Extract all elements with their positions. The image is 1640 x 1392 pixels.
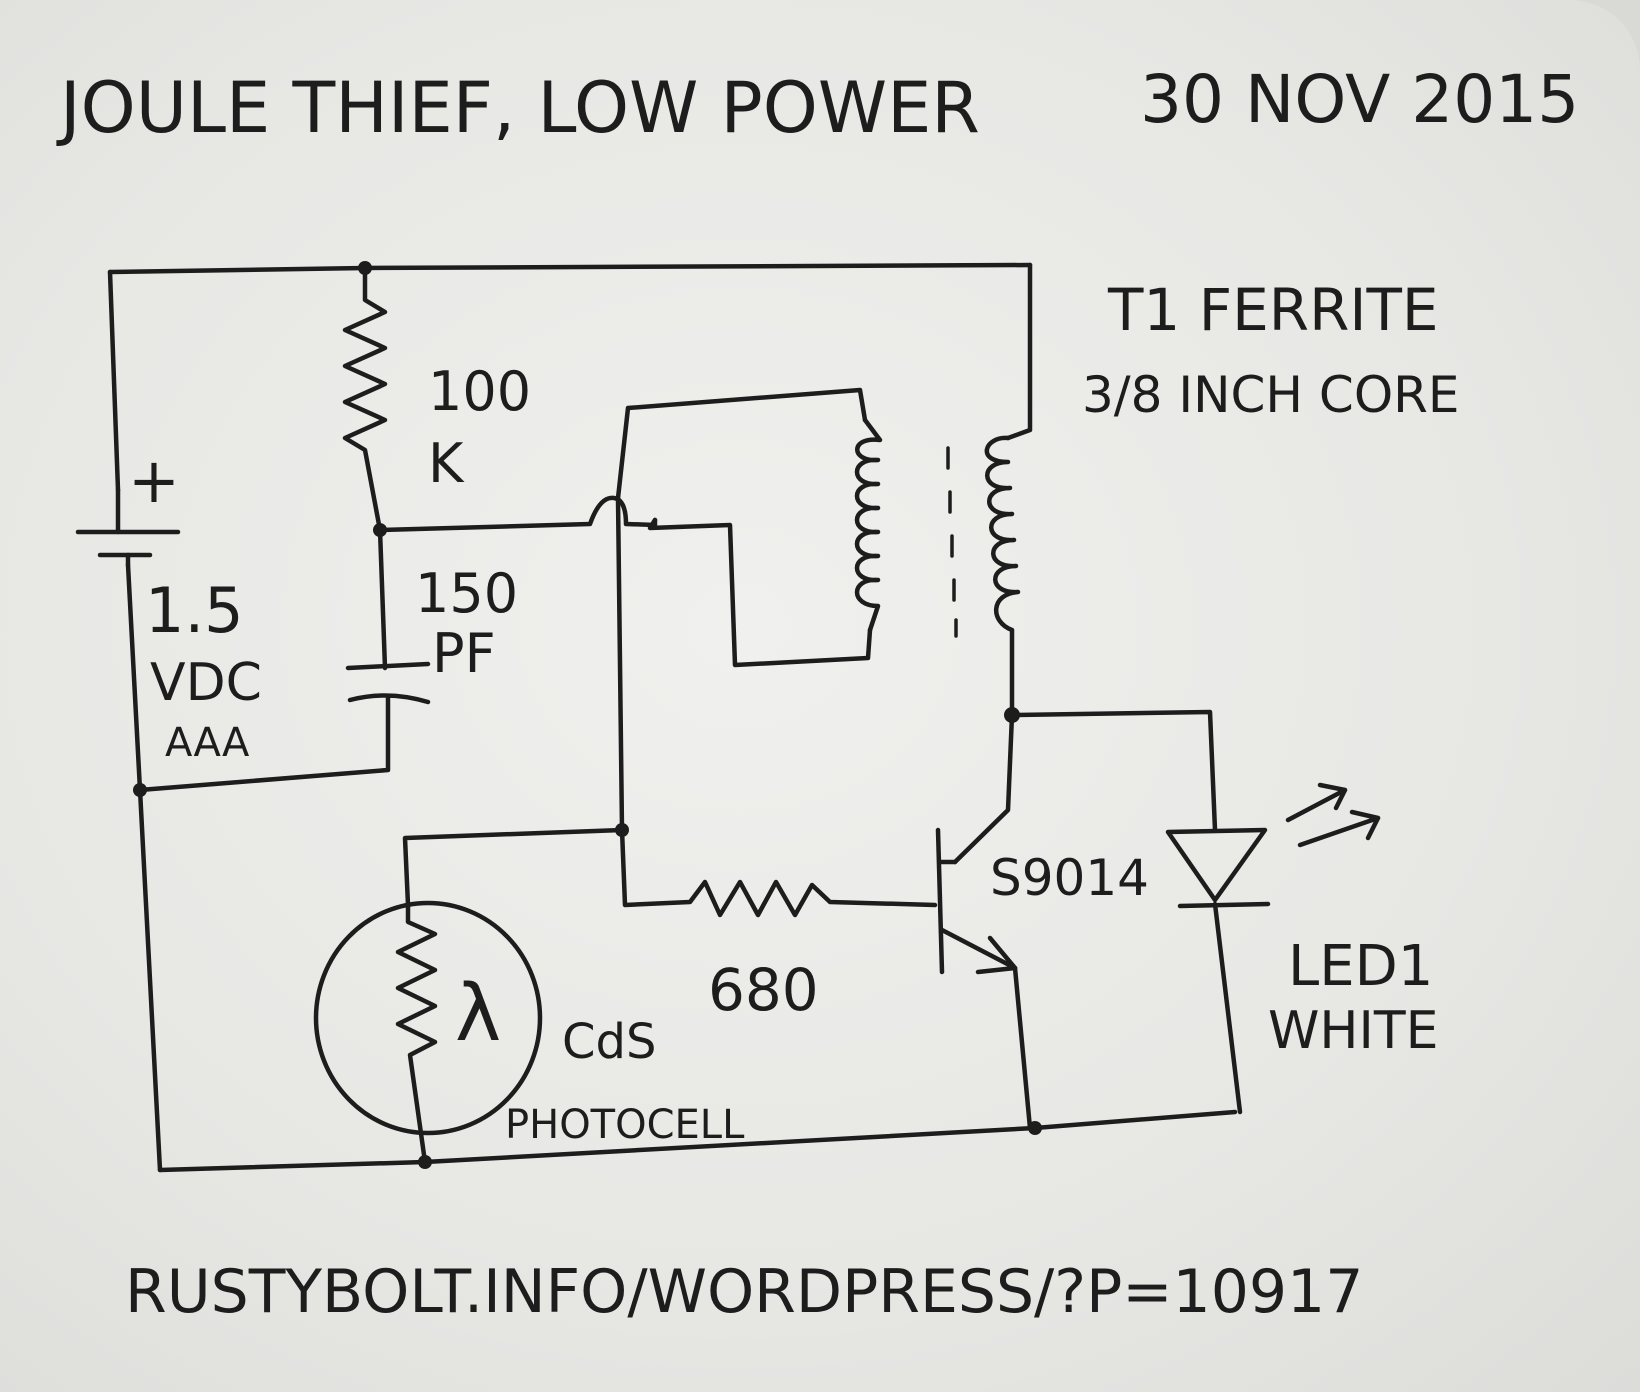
transformer-label-line2: 3/8 INCH CORE xyxy=(1082,366,1460,424)
wire-collector-to-transistor xyxy=(952,712,1015,865)
coil-primary-winding xyxy=(984,435,1021,718)
capacitor-unit: PF xyxy=(432,622,496,685)
wire-feedback-down xyxy=(615,495,625,833)
led-label-line2: WHITE xyxy=(1268,1001,1438,1061)
led-light-arrows xyxy=(1285,782,1381,848)
resistor-680-symbol xyxy=(619,827,938,918)
wire-to-photocell xyxy=(402,827,625,908)
battery-unit-label: VDC xyxy=(150,653,262,713)
capacitor-150pf-symbol xyxy=(137,527,431,793)
diagram-date: 30 NOV 2015 xyxy=(1140,61,1579,138)
battery-symbol xyxy=(75,487,181,568)
battery-type-label: AAA xyxy=(165,720,250,766)
wire-bottom-rail xyxy=(157,1109,1238,1173)
coil-feedback-winding xyxy=(854,417,883,633)
junction-left-node xyxy=(133,783,147,797)
wire-feedback-loop xyxy=(647,517,873,668)
junction-emitter-node xyxy=(1028,1121,1042,1135)
wire-bias-to-feedback xyxy=(377,495,658,533)
transistor-label: S9014 xyxy=(990,849,1149,907)
capacitor-value: 150 xyxy=(415,562,518,625)
footer-url: RUSTYBOLT.INFO/WORDPRESS/?P=10917 xyxy=(125,1257,1363,1327)
photocell-name-label: PHOTOCELL xyxy=(505,1102,745,1148)
resistor-100k-symbol xyxy=(342,265,388,533)
ferrite-core xyxy=(946,446,958,638)
junction-top xyxy=(358,261,372,275)
led-label-line1: LED1 xyxy=(1288,934,1433,999)
junction-photocell-ground xyxy=(418,1155,432,1169)
resistor-100k-unit: K xyxy=(428,432,465,495)
battery-polarity-label: + xyxy=(128,444,180,517)
battery-voltage-label: 1.5 xyxy=(145,574,244,647)
transistor-s9014-symbol xyxy=(935,827,1033,1131)
photocell-material-label: CdS xyxy=(562,1014,656,1070)
led-symbol xyxy=(1165,827,1271,1115)
transformer-label-line1: T1 FERRITE xyxy=(1107,276,1439,344)
wire-right-rail-top xyxy=(1005,262,1033,441)
photocell-lambda-symbol: λ xyxy=(455,969,501,1059)
diagram-title: JOULE THIEF, LOW POWER xyxy=(56,67,980,149)
resistor-100k-value: 100 xyxy=(428,360,531,423)
wire-top-rail xyxy=(107,262,1033,275)
wire-collector-to-led xyxy=(1009,709,1218,833)
photocell-symbol xyxy=(313,900,543,1165)
resistor-680-value: 680 xyxy=(708,956,819,1024)
wire-left-rail-top xyxy=(107,269,121,493)
wire-feedback-top xyxy=(615,387,868,501)
